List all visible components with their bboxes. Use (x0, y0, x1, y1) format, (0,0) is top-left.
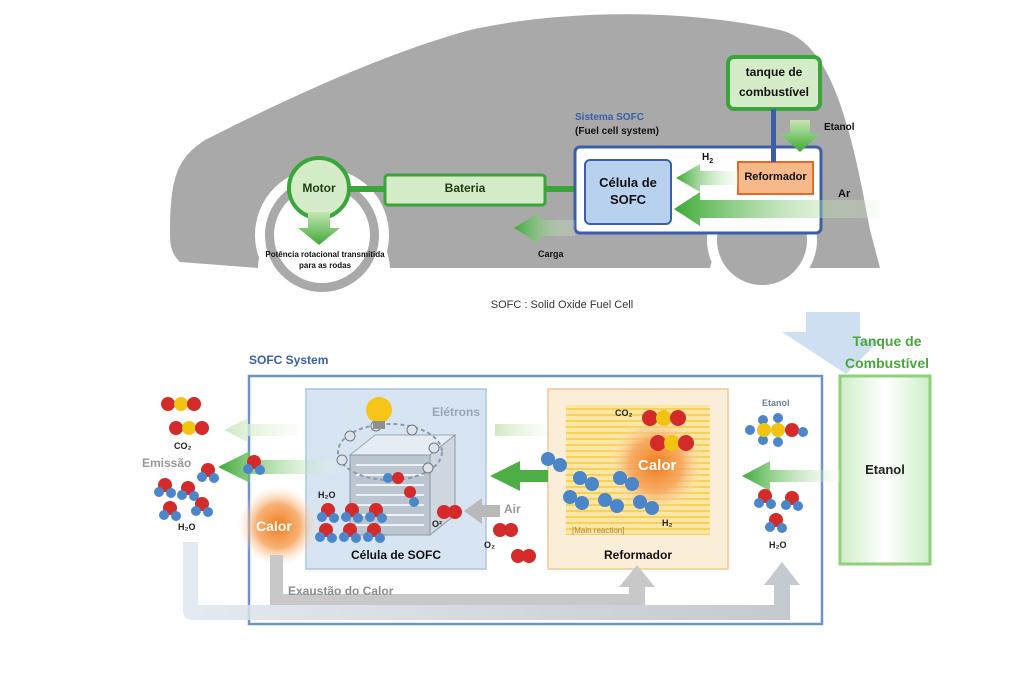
power-label-line2: para as rodas (298, 261, 352, 270)
sofc-system-subtitle: (Fuel cell system) (575, 126, 659, 137)
ethanol-molecule (745, 413, 808, 447)
exhaust-pipe-inner (270, 555, 655, 605)
tank-bottom-title-line1: Tanque de (852, 333, 922, 349)
left-heat-label: Calor (256, 518, 292, 534)
sofc-cell-label-line1: Célula de (599, 175, 657, 190)
motor-battery-link (350, 186, 386, 192)
air-label-top: Ar (838, 188, 851, 200)
sofc-cell-label-line2: SOFC (609, 192, 647, 207)
h2o-right-label: H₂O (769, 540, 787, 550)
electron-arrow-right (495, 424, 547, 436)
cell-label: Célula de SOFC (350, 548, 442, 562)
h2-reformer-label: H₂ (662, 518, 673, 528)
air-label: Air (504, 502, 521, 516)
air-arrow (674, 192, 880, 226)
h2o-molecules-left (154, 455, 265, 521)
h2-to-cell-arrow (490, 461, 548, 491)
h2-label-top-sub: 2 (709, 158, 714, 165)
h2o-cell-label: H₂O (318, 490, 336, 500)
h2-molecules-reformer (541, 452, 659, 515)
heat-glow-left (238, 486, 318, 566)
tank-reformer-link (771, 109, 776, 162)
fuel-tank-label-line2: combustível (738, 85, 810, 99)
ethanol-in-arrow (742, 461, 840, 491)
tank-bottom-title-line2: Combustível (844, 355, 929, 371)
h2o-molecules-cell (315, 472, 419, 543)
main-reaction-label: [Main reaction] (572, 526, 625, 535)
battery-label: Bateria (444, 181, 486, 195)
reformer-label: Reformador (744, 171, 807, 183)
h2-arrow (676, 164, 738, 192)
reformer-heat-label: Calor (638, 457, 677, 474)
power-label: Potência rotacional transmitida para as … (240, 249, 410, 271)
h2-label-top: H2 (702, 152, 713, 165)
h2o-molecules-right (754, 489, 803, 533)
emission-label: Emissão (142, 456, 192, 470)
sofc-system-title: Sistema SOFC (575, 112, 644, 123)
exhaust-pipe-outer (183, 542, 800, 620)
motor-label: Motor (302, 181, 336, 195)
tank-bottom-title: Tanque de Combustível (832, 330, 942, 374)
tank-bottom (838, 374, 932, 566)
reformer-bottom-label: Reformador (603, 548, 672, 562)
o2-label: O₂ (484, 540, 495, 550)
tank-inflow-arrow (782, 312, 880, 374)
co2-out-arrow (224, 418, 298, 442)
h2o-left-label: H₂O (178, 522, 196, 532)
tank-ethanol-label: Etanol (865, 462, 905, 477)
sofc-cell-box (584, 159, 672, 225)
battery-box (383, 173, 547, 207)
o2-ion-label: O² (432, 519, 442, 529)
co2-molecules-reformer (642, 410, 694, 451)
exhaust-label: Exaustão do Calor (288, 584, 394, 598)
battery-cell-link (543, 186, 579, 192)
load-label: Carga (538, 249, 564, 259)
emission-arrow (218, 451, 335, 483)
light-bulb-icon (366, 397, 392, 429)
power-label-line1: Potência rotacional transmitida (265, 250, 385, 259)
ethanol-arrow (780, 120, 820, 152)
electrons-label: Elétrons (432, 405, 481, 419)
o2-molecules (437, 505, 536, 563)
sofc-cell-label: Célula de SOFC (585, 174, 671, 208)
power-arrow-down (298, 212, 340, 245)
fuel-tank-label-line1: tanque de (745, 65, 803, 79)
system-title: SOFC System (249, 353, 329, 367)
fuel-tank-label: tanque de combustível (728, 62, 820, 102)
co2-molecules-left (161, 397, 209, 435)
co2-left-label: CO₂ (174, 441, 192, 451)
ethanol-label-top: Etanol (824, 122, 855, 133)
caption: SOFC : Solid Oxide Fuel Cell (490, 299, 634, 311)
air-in-arrow (464, 498, 500, 524)
ethanol-molecule-label: Etanol (762, 398, 790, 408)
co2-reformer-label: CO₂ (615, 408, 633, 418)
load-arrow (514, 212, 575, 244)
h2-label-top-text: H (702, 152, 710, 163)
